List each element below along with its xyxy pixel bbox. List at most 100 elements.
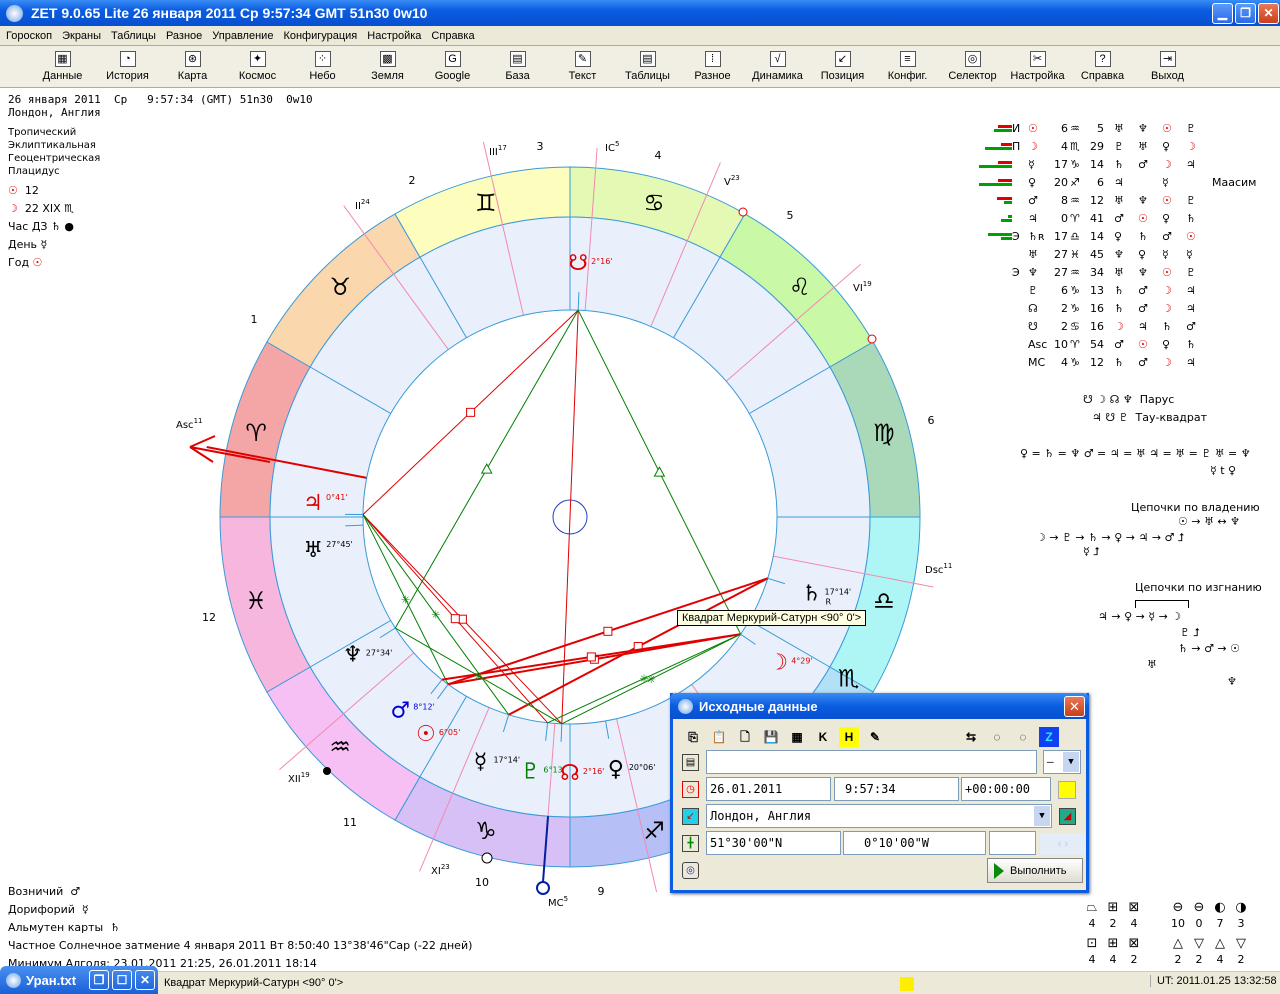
south-node-degree-label: 2°16': [591, 257, 612, 266]
timezone-input[interactable]: +00:00:00: [961, 777, 1051, 801]
dialog-tool-2-icon[interactable]: 🗋: [740, 729, 750, 744]
toolbar-button-help[interactable]: ?Справка: [1070, 46, 1135, 87]
menu-item[interactable]: Экраны: [62, 29, 102, 42]
pluto-glyph-icon[interactable]: ♇: [521, 759, 541, 784]
toolbar-button-database[interactable]: ▤База: [485, 46, 550, 87]
menu-item[interactable]: Гороскоп: [6, 29, 53, 42]
dignity-mark: Э: [1012, 230, 1020, 243]
ruler-glyph: ♅: [1114, 266, 1124, 279]
sign-glyph: ♒: [1070, 122, 1080, 135]
menu-item[interactable]: Настройка: [367, 29, 422, 42]
map-icon[interactable]: ◢: [1059, 808, 1076, 825]
gender-select[interactable]: –▼: [1043, 750, 1081, 774]
dialog-tool-11-icon[interactable]: Z: [1039, 726, 1059, 747]
maximize-button[interactable]: ☐: [112, 970, 132, 990]
aspect-line-sextile[interactable]: [561, 633, 741, 725]
toolbar-button-table[interactable]: ▦Данные: [30, 46, 95, 87]
restore-button[interactable]: ❐: [1235, 3, 1256, 24]
selector-icon[interactable]: ◎: [682, 862, 699, 879]
uranus-glyph-icon[interactable]: ♅: [303, 538, 323, 563]
dialog-tool-4-icon[interactable]: ▦: [791, 729, 803, 744]
extra-input[interactable]: [989, 831, 1036, 855]
dialog-tool-5-icon[interactable]: K: [818, 729, 828, 744]
toolbar-button-position[interactable]: ↙Позиция: [810, 46, 875, 87]
moon-glyph-icon[interactable]: ☽: [768, 650, 788, 675]
aspect-line-sextile[interactable]: [362, 514, 449, 685]
toolbar-button-settings[interactable]: ✂Настройка: [1005, 46, 1070, 87]
menu-item[interactable]: Конфигурация: [283, 29, 358, 42]
close-button[interactable]: ✕: [135, 970, 155, 990]
natal-chart-wheel[interactable]: ✳✳✳✳✳♈♉♊♋♌♍♎♏♐♑♒♓☉6°05'☽4°29'☿17°14'♀20°…: [0, 88, 1000, 968]
planet-tick: [502, 714, 510, 733]
north-node-glyph-icon[interactable]: ☊: [560, 761, 580, 786]
toolbar-button-misc[interactable]: ⁞Разное: [680, 46, 745, 87]
stat-value: 4: [1109, 953, 1117, 966]
mars-glyph-icon[interactable]: ♂: [390, 698, 410, 723]
toolbar-button-chart[interactable]: ⊛Карта: [160, 46, 225, 87]
toolbar-button-earth[interactable]: ▩Земля: [355, 46, 420, 87]
jupiter-glyph-icon[interactable]: ♃: [303, 491, 323, 516]
status-indicator: [900, 977, 914, 991]
chevron-down-icon[interactable]: ▼: [1063, 752, 1079, 772]
sign-boundary-line: [419, 696, 467, 778]
house-number: 5: [787, 209, 794, 222]
name-input[interactable]: [706, 750, 1037, 774]
dialog-title-bar[interactable]: Исходные данные: [670, 693, 1089, 719]
sun-glyph-icon[interactable]: ☉: [416, 722, 436, 747]
dialog-close-button[interactable]: ✕: [1064, 696, 1085, 717]
saturn-glyph-icon[interactable]: ♄: [802, 582, 822, 607]
minimized-window[interactable]: Уран.txt ❐ ☐ ✕: [0, 966, 158, 994]
clock-icon: ◷: [682, 781, 699, 798]
cusp-label-degree: 11: [194, 417, 203, 425]
toolbar-button-sky[interactable]: ⁘Небо: [290, 46, 355, 87]
menu-item[interactable]: Справка: [431, 29, 475, 42]
zodiac-sign-glyph: ♉: [329, 273, 351, 301]
aspect-line-sextile[interactable]: [362, 514, 510, 716]
dialog-tool-3-icon[interactable]: 💾: [763, 729, 779, 744]
color-swatch[interactable]: [1058, 781, 1076, 799]
ruler-glyph: ☽: [1162, 356, 1172, 369]
dialog-tool-7-icon[interactable]: ✎: [869, 729, 881, 744]
menu-item[interactable]: Таблицы: [111, 29, 156, 42]
toolbar-button-text[interactable]: ✎Текст: [550, 46, 615, 87]
place-select[interactable]: Лондон, Англия▼: [706, 804, 1052, 828]
minimize-button[interactable]: ▁: [1212, 3, 1233, 24]
time-input[interactable]: 9:57:34: [834, 777, 959, 801]
toolbar-button-dynamics[interactable]: √Динамика: [745, 46, 810, 87]
date-input[interactable]: 26.01.2011: [706, 777, 831, 801]
dialog-tool-10-icon[interactable]: ◌: [1019, 729, 1027, 744]
nav-arrows[interactable]: ‹ ›: [1040, 833, 1086, 855]
toolbar-button-cosmos[interactable]: ✦Космос: [225, 46, 290, 87]
cusp-label-name: IC: [605, 143, 615, 154]
menu-item[interactable]: Управление: [212, 29, 274, 42]
stat-value: 2: [1174, 953, 1182, 966]
south-node-glyph-icon[interactable]: ☋: [568, 251, 588, 276]
dialog-tool-9-icon[interactable]: ◌: [993, 729, 1001, 744]
mercury-glyph-icon[interactable]: ☿: [474, 750, 488, 775]
chevron-down-icon[interactable]: ▼: [1034, 806, 1050, 826]
dialog-tool-8-icon[interactable]: ⇆: [965, 729, 977, 744]
toolbar-button-tables[interactable]: ▤Таблицы: [615, 46, 680, 87]
restore-button[interactable]: ❐: [89, 970, 109, 990]
dialog-tool-0-icon[interactable]: ⎘: [688, 729, 698, 744]
close-button[interactable]: ✕: [1258, 3, 1279, 24]
doryphory-glyph: ☿: [81, 903, 89, 916]
longitude-input[interactable]: 0°10'00"W: [843, 831, 986, 855]
dialog-tool-6-icon[interactable]: H: [839, 726, 859, 747]
dialog-tool-1-icon[interactable]: 📋: [711, 729, 727, 744]
toolbar-button-config[interactable]: ≡Конфиг.: [875, 46, 940, 87]
toolbar-button-exit[interactable]: ⇥Выход: [1135, 46, 1200, 87]
aspect-line-sextile[interactable]: [547, 633, 741, 724]
latitude-input[interactable]: 51°30'00"N: [706, 831, 841, 855]
menu-item[interactable]: Разное: [165, 29, 203, 42]
aspect-line-opposition[interactable]: [561, 310, 579, 724]
house-number: 4: [655, 149, 662, 162]
run-button[interactable]: Выполнить: [987, 858, 1083, 883]
venus-glyph-icon[interactable]: ♀: [608, 757, 624, 782]
aspect-line-sextile[interactable]: [395, 627, 563, 725]
neptune-glyph-icon[interactable]: ♆: [343, 643, 363, 668]
toolbar-button-selector[interactable]: ◎Селектор: [940, 46, 1005, 87]
house-number: 1: [251, 313, 258, 326]
toolbar-button-history[interactable]: ◔История: [95, 46, 160, 87]
